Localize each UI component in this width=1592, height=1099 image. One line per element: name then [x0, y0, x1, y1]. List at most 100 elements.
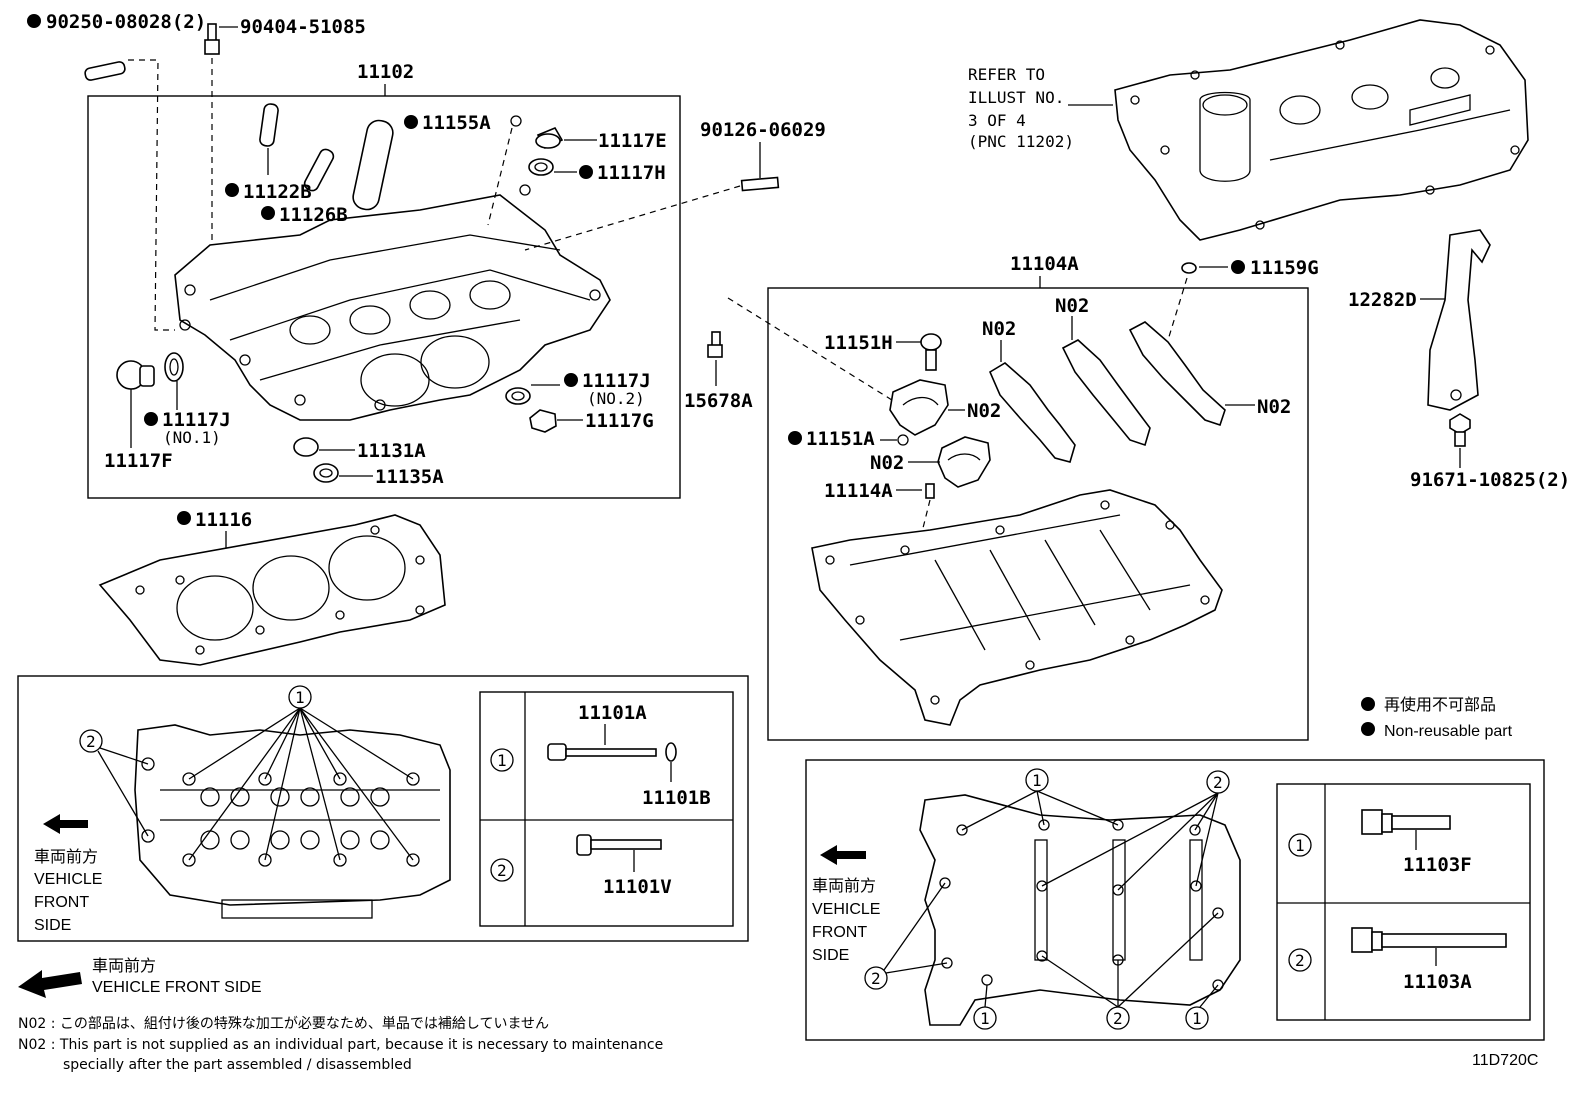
note-jp: N02 : この部品は、組付け後の特殊な加工が必要なため、単品では補給していませ…: [18, 1016, 549, 1032]
diagram-id: 11D720C: [1472, 1052, 1538, 1069]
callout-1-right-top: 1: [961, 768, 1119, 831]
bolt-91671: [1449, 413, 1471, 468]
label-11101B: 11101B: [642, 787, 711, 809]
refer-line-4: (PNC 11202): [968, 132, 1074, 151]
callout-1-right-br-text: 1: [1192, 1009, 1202, 1028]
label-11155A: 11155A: [422, 112, 491, 134]
label-11103A: 11103A: [1403, 971, 1472, 993]
label-11117F: 11117F: [104, 450, 173, 472]
label-11104A: 11104A: [1010, 253, 1079, 275]
bolt-table-left: [479, 691, 734, 927]
note-en-2: specially after the part assembled / dis…: [63, 1057, 412, 1073]
cylinder-head: [174, 184, 611, 421]
front-arrow-right-icon: [820, 845, 866, 865]
housing-bolt-pattern-box: [805, 759, 1545, 1041]
label-11117J-no2: 11117J: [582, 370, 651, 392]
label-11101A: 11101A: [578, 702, 647, 724]
head-gasket: [98, 514, 446, 666]
front-arrow-left-icon: [43, 814, 88, 834]
label-11117G: 11117G: [585, 410, 654, 432]
label-11117H: 11117H: [597, 162, 666, 184]
callout-2-left-text: 2: [86, 732, 96, 751]
callout-2-left: 2: [79, 729, 149, 837]
label-11101V: 11101V: [603, 876, 672, 898]
housing-top-view: [919, 794, 1241, 1026]
bolt-11103A: [1351, 927, 1507, 953]
bolt-table-right: [1276, 783, 1531, 1021]
tube-11122B: [259, 103, 279, 175]
table-left-row2-mark: 2: [497, 861, 507, 880]
refer-line-2: ILLUST NO.: [968, 88, 1064, 107]
callout-1-left-text: 1: [295, 688, 305, 707]
callout-1-right-bl: 1: [973, 984, 997, 1030]
plug-11117F: [116, 360, 155, 448]
label-11117J-no1: 11117J: [162, 409, 231, 431]
label-90404: 90404-51085: [240, 16, 366, 38]
label-11114A: 11114A: [824, 480, 893, 502]
camshaft-housing: [811, 489, 1223, 726]
callout-2-right-top-text: 2: [1213, 773, 1223, 792]
refer-line-1: REFER TO: [968, 65, 1045, 84]
label-n02-b: N02: [870, 452, 904, 474]
callout-2-right-bottom: 2: [1041, 912, 1219, 1030]
engine-hanger-bracket: [1427, 229, 1491, 411]
cam-cap-2: [937, 436, 991, 488]
legend-jp: 再使用不可部品: [1384, 696, 1496, 714]
bolt-11101V: [576, 834, 662, 856]
label-11151H: 11151H: [824, 332, 893, 354]
label-90126: 90126-06029: [700, 119, 826, 141]
callout-2-right-left: 2: [864, 882, 948, 990]
table-right-row1-mark: 1: [1295, 836, 1305, 855]
callout-1-right-br: 1: [1185, 984, 1219, 1030]
label-11117J-no2-sub: (NO.2): [587, 389, 645, 408]
callout-1-right-bl-text: 1: [980, 1009, 990, 1028]
label-n02-c: N02: [982, 318, 1016, 340]
front-en1-left: VEHICLE: [34, 871, 102, 888]
label-15678A: 15678A: [684, 390, 753, 412]
label-n02-d: N02: [1055, 295, 1089, 317]
label-11116: 11116: [195, 509, 252, 531]
label-11131A: 11131A: [357, 440, 426, 462]
table-right-row2-mark: 2: [1295, 951, 1305, 970]
front-en-bottom: VEHICLE FRONT SIDE: [92, 979, 262, 996]
front-en3-right: SIDE: [812, 947, 849, 964]
label-n02-a: N02: [967, 400, 1001, 422]
front-jp-right: 車両前方: [812, 877, 876, 895]
label-11122B: 11122B: [243, 181, 312, 203]
label-11126B: 11126B: [279, 204, 348, 226]
washer-11101B: [665, 742, 677, 762]
callout-1-right-top-text: 1: [1032, 771, 1042, 790]
bolt-11103F: [1361, 809, 1451, 835]
plug-11135A: [313, 463, 373, 483]
front-en1-right: VEHICLE: [812, 901, 880, 918]
front-jp-left: 車両前方: [34, 848, 98, 866]
pin-90250: 90250-08028(2): [27, 11, 206, 331]
front-en2-left: FRONT: [34, 894, 89, 911]
cylinder-head-box: [87, 95, 681, 499]
seal-11117J-no1: [164, 352, 184, 410]
plug-11117E: [535, 126, 597, 150]
legend-en: Non-reusable part: [1384, 723, 1513, 740]
label-11103F: 11103F: [1403, 854, 1472, 876]
cam-bracket-4: [1061, 316, 1151, 447]
head-top-view: [134, 724, 451, 919]
front-en2-right: FRONT: [812, 924, 867, 941]
callout-1-left: 1: [188, 685, 414, 861]
seal-11117H: [528, 158, 577, 176]
callout-2-right-left-text: 2: [871, 969, 881, 988]
label-90250: 90250-08028(2): [46, 11, 206, 33]
tube-large: [352, 119, 394, 211]
refer-line-3: 3 OF 4: [968, 111, 1026, 130]
label-11135A: 11135A: [375, 466, 444, 488]
bolt-11101A: [547, 743, 657, 761]
label-11102: 11102: [357, 61, 414, 83]
note-en-1: N02 : This part is not supplied as an in…: [18, 1037, 663, 1053]
front-jp-bottom: 車両前方: [92, 957, 156, 975]
callout-2-right-bottom-text: 2: [1113, 1009, 1123, 1028]
seal-11117J-no2: [505, 384, 560, 405]
cam-bracket-3: [988, 340, 1076, 463]
label-11151A: 11151A: [806, 428, 875, 450]
front-arrow-bottom-icon: [18, 970, 82, 998]
cylinder-head-cover: [1114, 19, 1529, 241]
